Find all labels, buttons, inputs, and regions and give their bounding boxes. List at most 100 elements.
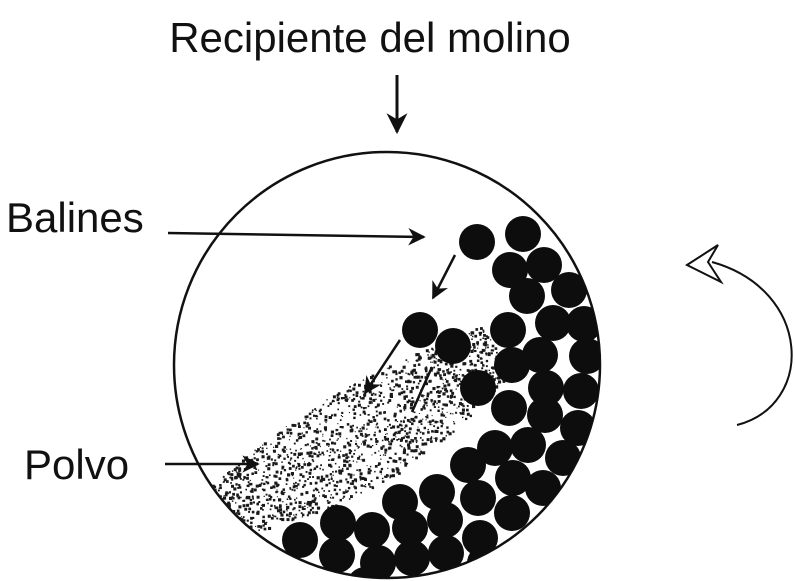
powder-speck bbox=[479, 351, 481, 353]
powder-speck bbox=[263, 442, 267, 446]
powder-speck bbox=[486, 336, 490, 339]
powder-speck bbox=[273, 515, 275, 517]
powder-speck bbox=[378, 450, 380, 452]
powder-speck bbox=[263, 471, 265, 473]
ball bbox=[566, 306, 600, 342]
powder-speck bbox=[455, 388, 457, 390]
powder-speck bbox=[476, 359, 480, 362]
powder-speck bbox=[453, 404, 455, 406]
powder-speck bbox=[205, 489, 208, 491]
powder-speck bbox=[283, 446, 286, 449]
powder-speck bbox=[253, 488, 257, 492]
powder-speck bbox=[497, 383, 499, 385]
powder-speck bbox=[490, 352, 493, 355]
powder-speck bbox=[284, 491, 286, 493]
powder-speck bbox=[436, 426, 440, 429]
powder-speck bbox=[336, 396, 339, 399]
powder-speck bbox=[316, 488, 319, 492]
powder-speck bbox=[414, 449, 418, 453]
powder-speck bbox=[386, 433, 388, 435]
powder-speck bbox=[462, 362, 466, 366]
powder-speck bbox=[447, 371, 451, 375]
powder-speck bbox=[335, 485, 338, 488]
powder-speck bbox=[229, 528, 233, 532]
powder-speck bbox=[372, 398, 376, 402]
powder-speck bbox=[336, 480, 339, 484]
powder-speck bbox=[437, 390, 440, 393]
powder-speck bbox=[399, 444, 402, 447]
powder-speck bbox=[309, 508, 313, 512]
powder-speck bbox=[316, 438, 318, 440]
powder-speck bbox=[362, 390, 365, 393]
powder-speck bbox=[312, 494, 316, 498]
powder-speck bbox=[345, 453, 348, 456]
powder-speck bbox=[472, 404, 476, 409]
powder-speck bbox=[324, 415, 328, 418]
powder-speck bbox=[392, 437, 396, 441]
powder-speck bbox=[402, 451, 406, 455]
ball bbox=[528, 370, 564, 406]
powder-speck bbox=[431, 419, 435, 422]
powder-speck bbox=[416, 359, 419, 362]
powder-speck bbox=[266, 447, 268, 449]
powder-speck bbox=[289, 512, 292, 515]
powder-speck bbox=[316, 415, 319, 418]
powder-speck bbox=[319, 446, 321, 448]
powder-speck bbox=[361, 453, 363, 456]
powder-speck bbox=[304, 502, 306, 504]
powder-speck bbox=[327, 506, 330, 509]
powder-speck bbox=[308, 426, 311, 430]
powder-speck bbox=[326, 450, 329, 452]
powder-speck bbox=[388, 456, 391, 459]
powder-speck bbox=[359, 396, 362, 398]
powder-speck bbox=[394, 431, 398, 434]
powder-speck bbox=[245, 498, 247, 500]
powder-speck bbox=[374, 451, 377, 454]
counterclockwise-rotation-arrow-icon bbox=[684, 244, 793, 426]
powder-speck bbox=[329, 448, 332, 451]
powder-speck bbox=[476, 354, 480, 357]
powder-speck bbox=[298, 467, 301, 470]
powder-speck bbox=[236, 533, 240, 537]
ball bbox=[490, 312, 526, 348]
powder-speck bbox=[435, 358, 437, 360]
powder-speck bbox=[371, 374, 375, 378]
powder-speck bbox=[225, 513, 227, 515]
powder-speck bbox=[260, 504, 262, 506]
powder-speck bbox=[459, 380, 462, 383]
powder-speck bbox=[402, 365, 406, 369]
powder-speck bbox=[424, 376, 428, 379]
powder-speck bbox=[485, 346, 487, 348]
powder-speck bbox=[305, 424, 309, 428]
powder-label: Polvo bbox=[24, 441, 129, 488]
powder-speck bbox=[436, 385, 439, 389]
powder-speck bbox=[328, 482, 331, 485]
powder-speck bbox=[273, 505, 276, 507]
powder-speck bbox=[348, 443, 352, 447]
powder-speck bbox=[397, 430, 401, 434]
powder-speck bbox=[386, 437, 389, 441]
powder-speck bbox=[285, 483, 288, 485]
powder-speck bbox=[416, 429, 418, 431]
powder-speck bbox=[426, 416, 429, 419]
powder-speck bbox=[356, 461, 358, 463]
powder-speck bbox=[361, 430, 363, 432]
powder-speck bbox=[350, 428, 354, 431]
powder-speck bbox=[379, 470, 382, 474]
powder-speck bbox=[468, 333, 470, 335]
powder-speck bbox=[322, 403, 325, 406]
powder-speck bbox=[390, 395, 393, 398]
powder-speck bbox=[268, 474, 271, 477]
powder-speck bbox=[414, 411, 416, 413]
powder-speck bbox=[449, 363, 452, 366]
powder-speck bbox=[332, 474, 334, 476]
powder-speck bbox=[394, 452, 397, 455]
container-label: Recipiente del molino bbox=[169, 14, 571, 61]
powder-speck bbox=[480, 361, 484, 364]
powder-speck bbox=[415, 441, 418, 444]
powder-speck bbox=[371, 486, 374, 488]
powder-speck bbox=[213, 501, 216, 504]
powder-speck bbox=[331, 401, 334, 403]
powder-speck bbox=[469, 364, 472, 366]
powder-speck bbox=[461, 374, 465, 377]
